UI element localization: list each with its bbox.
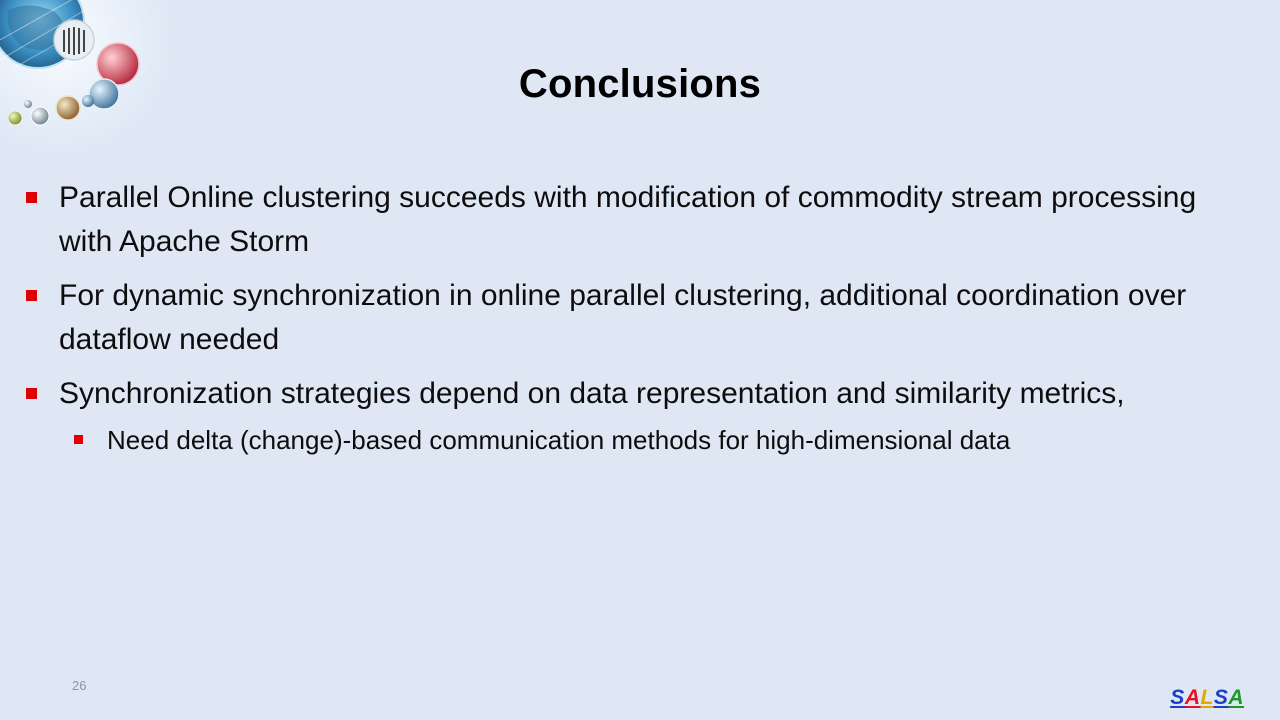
logo-letter: A bbox=[1184, 686, 1201, 709]
bullet-list: Parallel Online clustering succeeds with… bbox=[22, 176, 1202, 460]
bullet-text: Synchronization strategies depend on dat… bbox=[59, 377, 1125, 410]
page-number: 26 bbox=[72, 678, 87, 693]
square-bullet-icon bbox=[26, 290, 37, 301]
square-bullet-icon bbox=[26, 388, 37, 399]
square-bullet-icon bbox=[26, 192, 37, 203]
sub-bullet-item: Need delta (change)-based communication … bbox=[22, 420, 1202, 460]
bullet-text: For dynamic synchronization in online pa… bbox=[59, 279, 1187, 356]
logo-letter: A bbox=[1228, 686, 1244, 709]
slide-title: Conclusions bbox=[518, 62, 762, 106]
bullet-item: Synchronization strategies depend on dat… bbox=[22, 372, 1202, 416]
bullet-text: Parallel Online clustering succeeds with… bbox=[59, 181, 1197, 258]
logo-letter: S bbox=[1213, 686, 1229, 709]
bullet-item: For dynamic synchronization in online pa… bbox=[22, 274, 1202, 362]
bullet-item: Parallel Online clustering succeeds with… bbox=[22, 176, 1202, 264]
square-bullet-icon bbox=[74, 435, 83, 444]
globe-bubbles-decoration-icon bbox=[0, 0, 240, 170]
sub-bullet-text: Need delta (change)-based communication … bbox=[107, 425, 1011, 455]
logo-letter: S bbox=[1170, 686, 1185, 709]
salsa-logo: SALSA bbox=[1170, 686, 1244, 710]
logo-letter: L bbox=[1200, 686, 1214, 709]
